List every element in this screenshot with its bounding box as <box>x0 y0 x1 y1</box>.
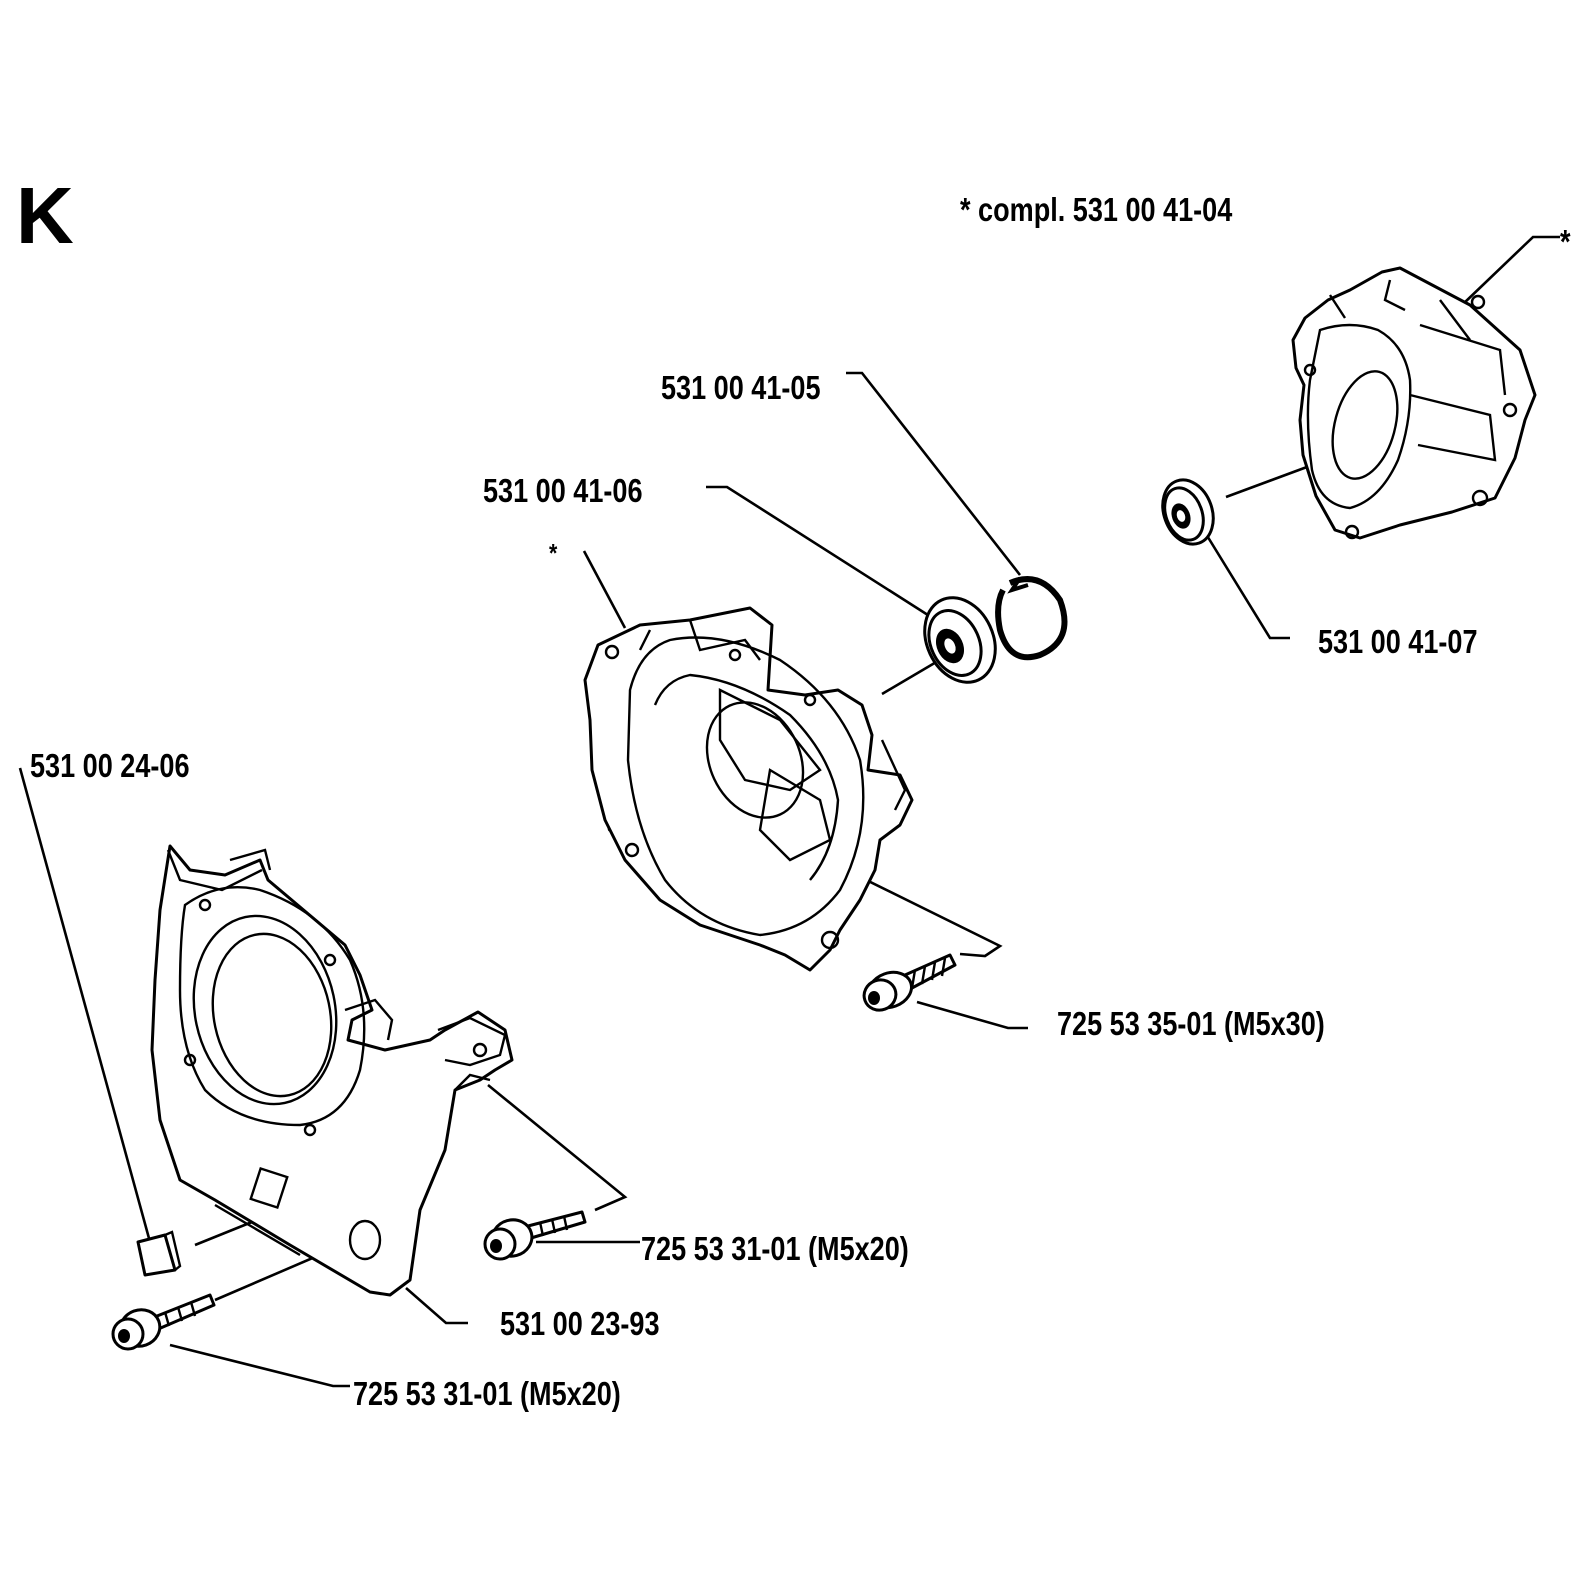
label-725-53-31-01-lower: 725 53 31-01 (M5x20) <box>353 1375 621 1412</box>
leader-star-right <box>1461 235 1560 306</box>
label-531-00-24-06: 531 00 24-06 <box>30 747 190 784</box>
leader-41-05 <box>846 371 1022 576</box>
axis-bearing-left <box>881 659 939 696</box>
crankcase-half-right <box>1291 266 1537 540</box>
bearing-41-06 <box>923 596 997 684</box>
leader-star-center <box>582 550 627 629</box>
label-725-53-31-01-upper: 725 53 31-01 (M5x20) <box>641 1230 909 1267</box>
label-531-00-41-05: 531 00 41-05 <box>661 369 821 406</box>
screw-31-01a <box>483 1210 587 1261</box>
label-531-00-23-93: 531 00 23-93 <box>500 1305 660 1342</box>
bearing-41-07 <box>1161 478 1215 546</box>
circlip-41-05 <box>995 576 1068 661</box>
axis-screw-31-01a <box>487 1083 628 1212</box>
leader-24-06 <box>18 767 152 1243</box>
leader-41-06 <box>706 485 943 626</box>
leader-31-01b <box>169 1343 350 1388</box>
section-letter: K <box>16 171 74 260</box>
screw-35-01 <box>862 953 957 1012</box>
star-mark-right: * <box>1560 223 1571 260</box>
star-mark-center: * <box>549 538 558 568</box>
leader-41-07 <box>1204 533 1290 640</box>
cover-23-93 <box>150 844 514 1297</box>
assembly-note: * compl. 531 00 41-04 <box>960 191 1233 228</box>
screw-31-01b <box>111 1293 216 1351</box>
label-725-53-35-01: 725 53 35-01 (M5x30) <box>1057 1005 1325 1042</box>
leader-35-01 <box>916 1000 1028 1030</box>
label-531-00-41-06: 531 00 41-06 <box>483 472 643 509</box>
plate-24-06 <box>136 1230 182 1277</box>
crankcase-half-center <box>583 606 914 972</box>
axis-plate <box>194 1220 253 1247</box>
label-531-00-41-07: 531 00 41-07 <box>1318 623 1478 660</box>
leader-23-93 <box>405 1287 468 1325</box>
